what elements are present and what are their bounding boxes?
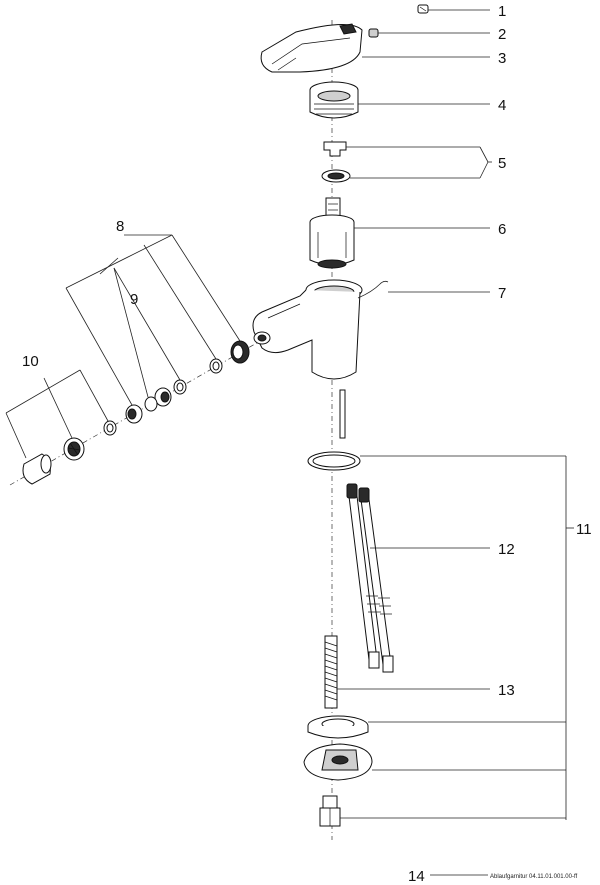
part-2-set-screw	[368, 28, 379, 38]
callout-12: 12	[498, 541, 515, 558]
part-7-faucet-body	[252, 279, 389, 380]
callout-2: 2	[498, 26, 506, 43]
part-6-cartridge	[309, 197, 355, 269]
part-12-supply-hoses	[346, 483, 394, 673]
part-10-aerator-housing	[22, 453, 52, 485]
callout-7: 7	[498, 285, 506, 302]
callout-14: 14	[408, 868, 425, 885]
callout-5: 5	[498, 155, 506, 172]
callout-13: 13	[498, 682, 515, 699]
callout-6: 6	[498, 221, 506, 238]
part-8-washer-a	[209, 358, 223, 374]
part-1-screw	[417, 4, 429, 14]
part-3-lever-handle	[260, 23, 363, 73]
lift-rod	[339, 389, 346, 439]
part-11-mounting-plate	[303, 743, 373, 781]
part-11-o-ring	[307, 451, 361, 471]
callout-4: 4	[498, 97, 506, 114]
part-10-ring	[103, 420, 117, 436]
part-8-insert	[125, 404, 143, 424]
part-11-washer	[307, 715, 369, 739]
callout-3: 3	[498, 50, 506, 67]
part-8-aerator-nut	[230, 340, 250, 364]
callout-9: 9	[130, 291, 138, 308]
part-5-clip-and-ring	[321, 141, 351, 183]
part-13-threaded-rod	[324, 635, 338, 709]
callout-11: 11	[576, 521, 592, 538]
part-11-nut	[319, 795, 341, 827]
part-9-washer	[173, 379, 187, 395]
part-4-cover-nut	[309, 81, 359, 119]
footer-part-reference: Ablaufgarnitur 04.11.01.001.00-ff	[490, 874, 578, 880]
callout-8: 8	[116, 218, 124, 235]
part-9-insert	[144, 387, 172, 412]
callout-10: 10	[22, 353, 39, 370]
leader-lines	[5, 9, 574, 876]
part-10-aerator-screen	[63, 437, 85, 461]
callout-1: 1	[498, 3, 506, 20]
